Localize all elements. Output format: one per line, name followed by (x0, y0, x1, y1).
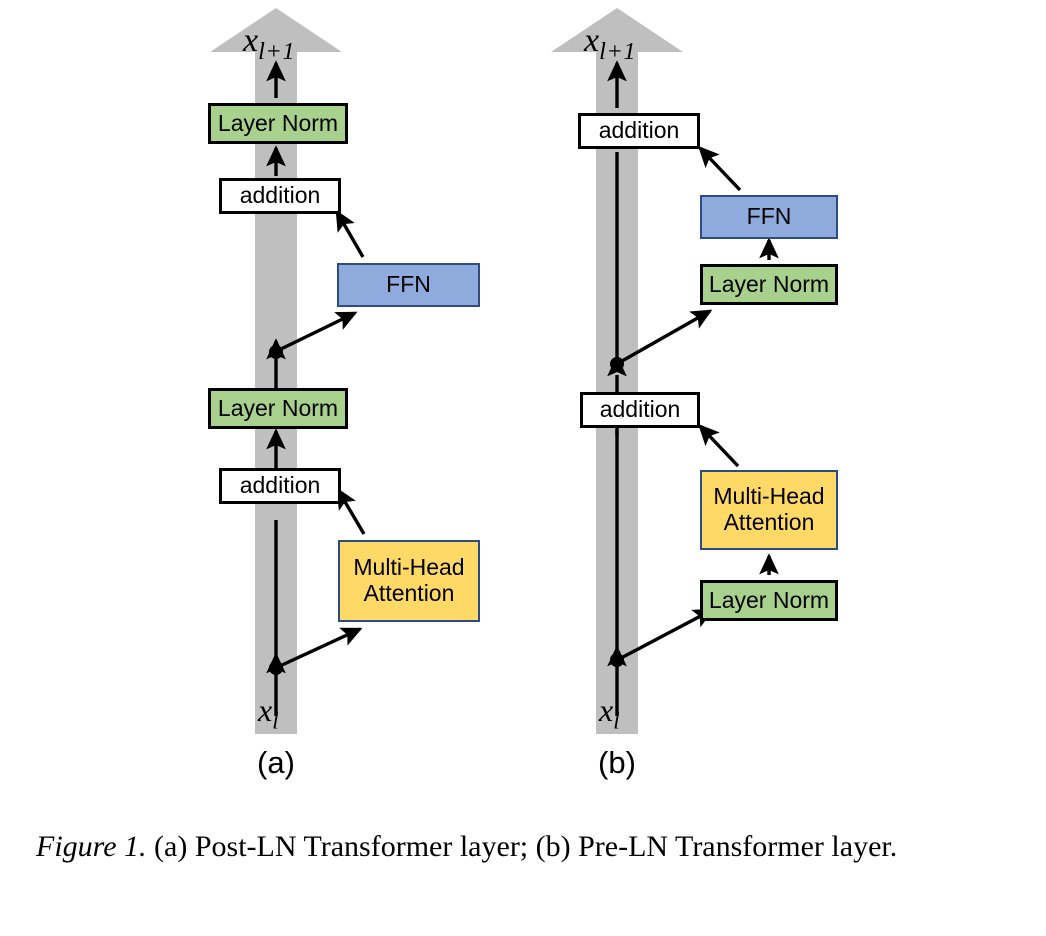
arrow-b-branch-to-layernorm-bottom (622, 608, 715, 659)
arrow-b-attention-to-addition-bottom (698, 424, 740, 468)
branch-dot-a-lower (269, 661, 283, 675)
block-a-addition-bottom[interactable]: addition (219, 468, 341, 504)
figure-caption-text: (a) Post-LN Transformer layer; (b) Pre-L… (146, 830, 898, 863)
figure-caption: Figure 1. (a) Post-LN Transformer layer;… (36, 826, 1016, 867)
block-b-layer-norm-bottom[interactable]: Layer Norm (700, 580, 838, 621)
label-b-input: xl (599, 692, 621, 734)
arrow-a-ffn-to-addition-top (335, 209, 365, 258)
side-arrows-b (621, 146, 779, 659)
block-b-ffn[interactable]: FFN (700, 195, 838, 239)
block-b-layer-norm-top[interactable]: Layer Norm (700, 264, 838, 305)
label-a-input: xl (258, 692, 280, 734)
side-arrows-a (280, 209, 366, 667)
label-b-output: xl+1 (584, 22, 637, 65)
block-a-ffn[interactable]: FFN (337, 263, 480, 307)
arrow-b-ffn-to-addition-top (698, 146, 742, 192)
block-a-layer-norm-bottom[interactable]: Layer Norm (208, 388, 348, 429)
block-a-layer-norm-top[interactable]: Layer Norm (208, 103, 348, 144)
panel-label-b: (b) (598, 745, 636, 780)
arrow-b-branch-to-layernorm-top (621, 309, 713, 363)
block-a-addition-top[interactable]: addition (219, 178, 341, 214)
block-b-addition-bottom[interactable]: addition (580, 392, 700, 428)
branch-dot-b-lower (610, 653, 624, 667)
block-a-multi-head-attention[interactable]: Multi-Head Attention (338, 540, 480, 622)
branch-dot-a-upper (269, 345, 283, 359)
arrow-a-branch-to-ffn (280, 311, 358, 351)
panel-label-a: (a) (257, 745, 295, 780)
arrow-a-attention-to-addition-bottom (336, 487, 366, 535)
arrow-a-branch-to-attention (281, 627, 363, 667)
branch-dot-b-upper (610, 357, 624, 371)
figure-caption-emphasis: Figure 1. (36, 830, 147, 863)
block-b-addition-top[interactable]: addition (578, 113, 700, 149)
block-b-multi-head-attention[interactable]: Multi-Head Attention (700, 470, 838, 550)
label-a-output: xl+1 (243, 22, 296, 65)
